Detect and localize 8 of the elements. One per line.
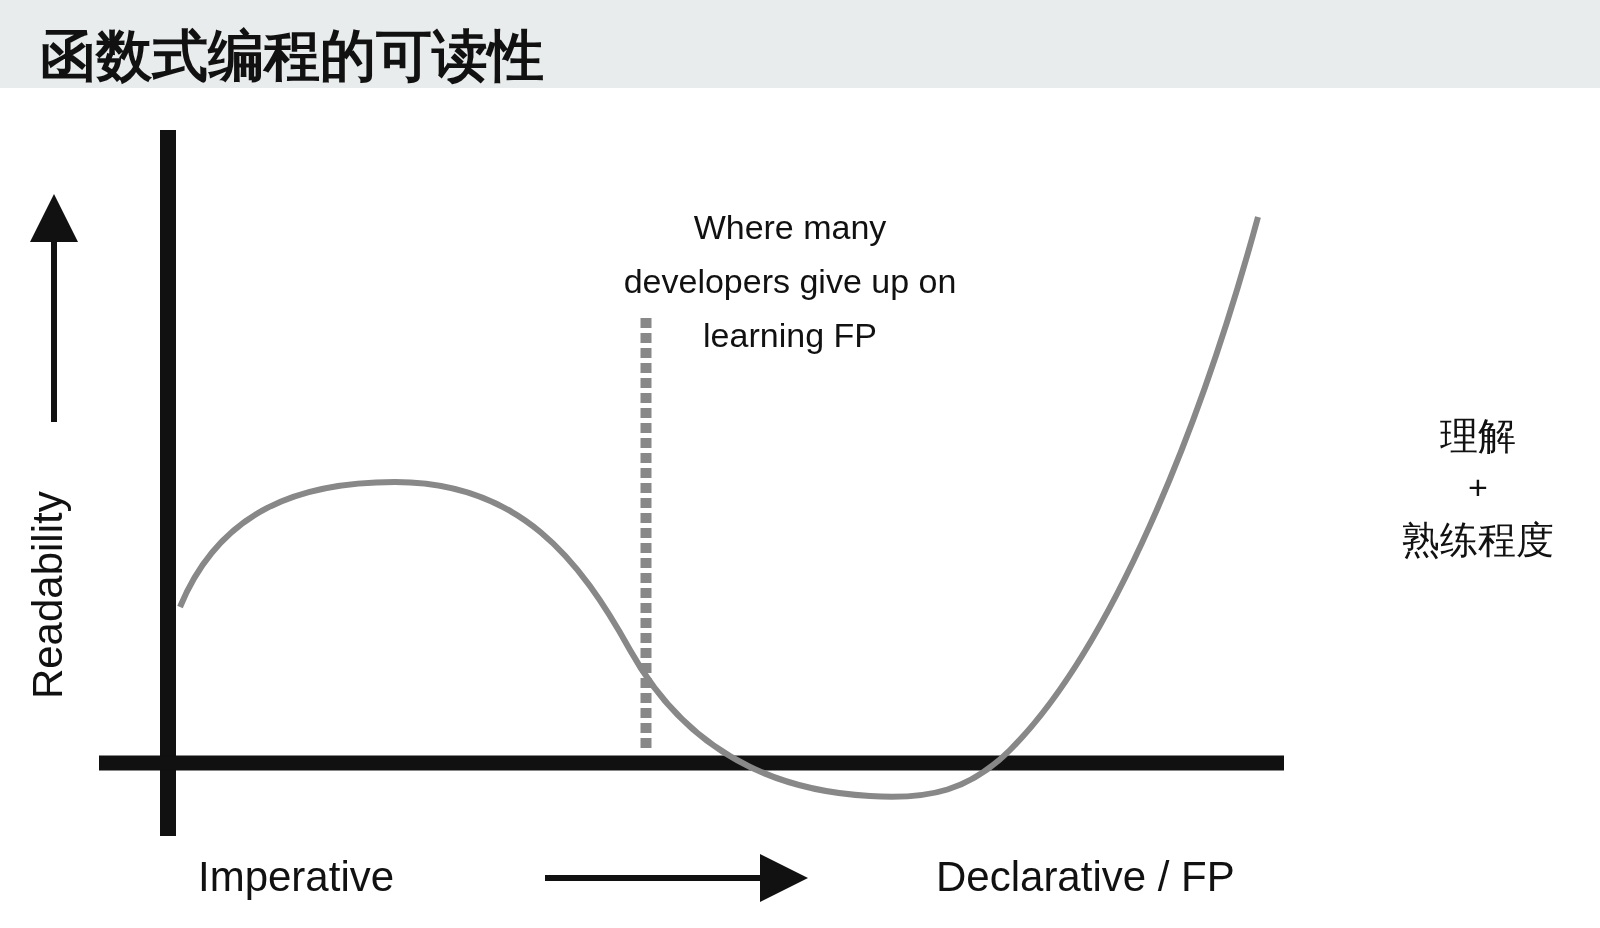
side-label: 熟练程度	[1401, 518, 1555, 563]
plus-sign: +	[1467, 467, 1489, 508]
side-label: 理解	[1439, 414, 1517, 459]
axis-label: Declarative / FP	[936, 852, 1235, 902]
title: 函数式编程的可读性	[40, 23, 544, 89]
axis-label: Readability	[22, 490, 72, 702]
axis-label: Imperative	[198, 852, 395, 902]
annotation-text: Where many developers give up on learning FP	[622, 207, 958, 356]
